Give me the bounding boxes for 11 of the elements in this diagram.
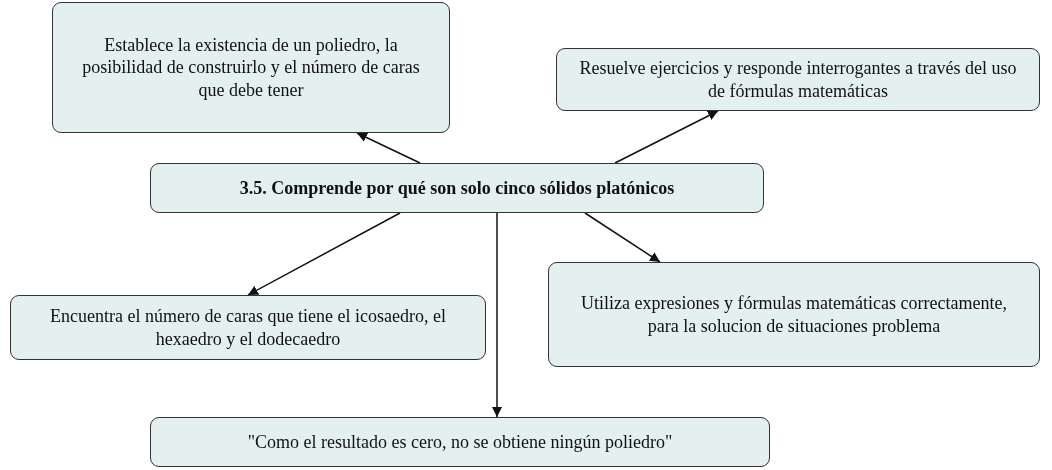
arrow <box>614 110 719 164</box>
arrow <box>492 212 502 418</box>
outcome-box: Encuentra el número de caras que tiene el icosaedro, el hexaedro y el dodecaedro <box>10 295 486 360</box>
arrow <box>584 212 661 263</box>
arrow <box>247 212 401 296</box>
arrow <box>356 132 421 164</box>
topic-box: 3.5. Comprende por qué son solo cinco sólidos platónicos <box>150 163 764 213</box>
outcome-box: Utiliza expresiones y fórmulas matemáticas correctamente, para la solucion de situaciones problema <box>548 262 1040 367</box>
outcome-box: Resuelve ejercicios y responde interrogantes a través del uso de fórmulas matemáticas <box>556 48 1040 111</box>
quote-box: "Como el resultado es cero, no se obtiene ningún poliedro" <box>150 417 770 467</box>
outcome-box: Establece la existencia de un poliedro, la posibilidad de construirlo y el número de caras que debe tener <box>52 2 450 133</box>
